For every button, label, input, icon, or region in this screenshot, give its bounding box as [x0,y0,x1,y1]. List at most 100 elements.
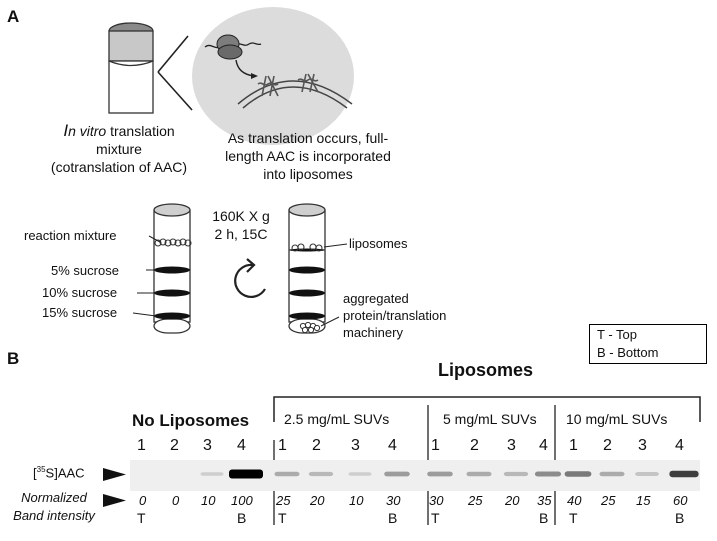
row-label-sup: 35 [36,465,46,474]
group-label-10: 10 mg/mL SUVs [566,411,668,427]
label-15-sucrose: 15% sucrose [42,305,118,320]
band-arrow-icon [103,468,126,481]
norm-label-line2: Band intensity [13,508,95,523]
intensity-value: 30 [386,493,401,508]
intensity-value: 10 [201,493,216,508]
intensity-arrow-icon [103,494,126,507]
lane-number: 4 [388,437,397,454]
top-marker: T [569,510,578,526]
centrifuge-line2: 2 h, 15C [214,226,268,242]
bottom-marker: B [237,510,247,526]
intensity-value: 35 [537,493,552,508]
label-aggregated-line3: machinery [343,325,403,340]
intensity-value: 0 [139,493,147,508]
lane-number: 3 [203,437,212,454]
left-caption-italic: n vitro [68,123,107,139]
row-label-aac: [35S]AAC [33,465,85,480]
centrifuged-tube [288,203,348,334]
panel-b-letter: B [7,349,20,368]
left-caption: In vitro translation mixture (cotranslat… [34,122,204,176]
left-caption-tail: translation [106,123,175,139]
intensity-value: 25 [276,493,291,508]
gel-band [534,471,562,477]
label-aggregated-line2: protein/translation [343,308,447,323]
intensity-value: 25 [468,493,483,508]
intensity-value: 15 [636,493,651,508]
centrifuge-conditions: 160K X g 2 h, 15C [196,207,286,243]
gel-band [669,470,699,478]
legend-bottom: B - Bottom [597,345,659,360]
lane-number: 4 [237,437,246,454]
top-marker: T [278,510,287,526]
rotation-arrow-icon [234,258,266,298]
gel-band [599,471,625,477]
gel-band [384,471,410,477]
lane-number: 4 [539,437,548,454]
lane-number: 1 [431,437,440,454]
label-reaction-mixture: reaction mixture [24,228,117,243]
gel-band [427,471,453,477]
right-caption-line2: length AAC is incorporated [225,148,391,164]
gel-band [503,471,529,477]
intensity-value: 20 [310,493,325,508]
label-10-sucrose: 10% sucrose [42,285,118,300]
translation-tube [108,22,154,114]
intensity-value: 0 [172,493,180,508]
lane-number: 4 [675,437,684,454]
top-marker: T [431,510,440,526]
bottom-marker: B [675,510,685,526]
zoom-lines [157,35,193,111]
lane-number: 3 [351,437,360,454]
gel-image [130,460,700,491]
gel-bands [200,469,699,479]
group-label-2-5: 2.5 mg/mL SUVs [284,411,390,427]
row-label-prefix: [ [33,465,37,481]
label-aggregated-line1: aggregated [343,291,409,306]
centrifuge-line1: 160K X g [212,208,270,224]
bottom-marker: B [388,510,398,526]
gel-band [635,472,659,476]
lane-number: 2 [170,437,179,454]
lane-number: 3 [638,437,647,454]
right-caption: As translation occurs, full- length AAC … [208,129,408,183]
label-5-sucrose: 5% sucrose [51,263,119,278]
intensity-value: 40 [567,493,582,508]
gel-band [274,471,300,477]
panel-a-letter: A [7,7,20,26]
zoom-circle [192,7,354,145]
lane-number: 1 [137,437,146,454]
sucrose-gradient-tube [132,203,192,334]
gel-band [229,469,263,479]
intensity-value: 20 [505,493,520,508]
row-label-intensity: Normalized Band intensity [8,489,100,525]
legend-box: T - Top B - Bottom [589,324,707,364]
intensity-value: 100 [231,493,253,508]
gel-band [466,471,492,477]
gel-band [348,472,372,476]
row-label-suffix: S]AAC [45,465,85,481]
left-caption-line3: (cotranslation of AAC) [50,159,188,175]
no-liposomes-header: No Liposomes [132,411,250,430]
label-liposomes: liposomes [349,236,408,251]
lane-number: 3 [507,437,516,454]
liposomes-header: Liposomes [438,360,534,380]
lane-number: 2 [603,437,612,454]
left-caption-italic-i: I [63,121,69,140]
right-caption-line1: As translation occurs, full- [227,130,389,146]
liposomes-bracket [273,396,701,422]
bottom-marker: B [539,510,549,526]
lane-number: 2 [312,437,321,454]
right-caption-line3: into liposomes [263,166,353,182]
gel-band [308,471,334,477]
norm-label-line1: Normalized [21,490,87,505]
intensity-value: 25 [601,493,616,508]
label-aggregated: aggregated protein/translation machinery [343,290,446,341]
gel-band [564,471,592,477]
intensity-value: 10 [349,493,364,508]
lane-number: 1 [278,437,287,454]
intensity-value: 30 [429,493,444,508]
intensity-value: 60 [673,493,688,508]
lane-number: 2 [470,437,479,454]
left-caption-line2: mixture [96,141,142,157]
